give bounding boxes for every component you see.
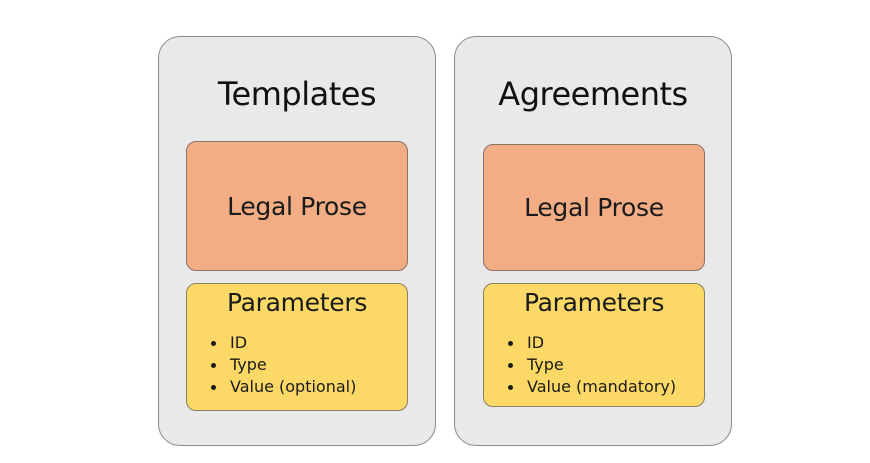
list-item: Type <box>211 354 356 376</box>
list-item: Type <box>508 354 676 376</box>
list-item-label: Value (optional) <box>230 377 357 396</box>
list-item: Value (mandatory) <box>508 376 676 398</box>
agreements-title: Agreements <box>498 75 688 113</box>
templates-title: Templates <box>217 75 377 113</box>
agreements-parameters-box: Parameters ID Type Value (mandatory) <box>483 283 705 407</box>
bullet-icon <box>508 384 513 390</box>
list-item-label: Value (mandatory) <box>527 377 677 396</box>
agreements-parameters-title: Parameters <box>523 288 665 317</box>
templates-panel: Templates Legal Prose Parameters ID Type… <box>158 36 436 446</box>
templates-parameters-list: ID Type Value (optional) <box>211 332 356 398</box>
templates-parameters-box: Parameters ID Type Value (optional) <box>186 283 408 411</box>
bullet-icon <box>508 340 513 346</box>
templates-legal-prose-box: Legal Prose <box>186 141 408 271</box>
agreements-legal-prose-box: Legal Prose <box>483 144 705 271</box>
agreements-parameters-list: ID Type Value (mandatory) <box>508 332 676 398</box>
templates-legal-prose-label: Legal Prose <box>227 191 367 221</box>
bullet-icon <box>508 362 513 368</box>
list-item: Value (optional) <box>211 376 356 398</box>
list-item: ID <box>508 332 676 354</box>
templates-parameters-title: Parameters <box>226 288 368 317</box>
bullet-icon <box>211 384 216 390</box>
list-item-label: Type <box>230 355 267 374</box>
list-item-label: ID <box>230 333 248 352</box>
list-item-label: Type <box>527 355 564 374</box>
agreements-legal-prose-label: Legal Prose <box>524 193 664 222</box>
list-item: ID <box>211 332 356 354</box>
bullet-icon <box>211 340 216 346</box>
agreements-panel: Agreements Legal Prose Parameters ID Typ… <box>454 36 732 446</box>
bullet-icon <box>211 362 216 368</box>
list-item-label: ID <box>527 333 545 352</box>
